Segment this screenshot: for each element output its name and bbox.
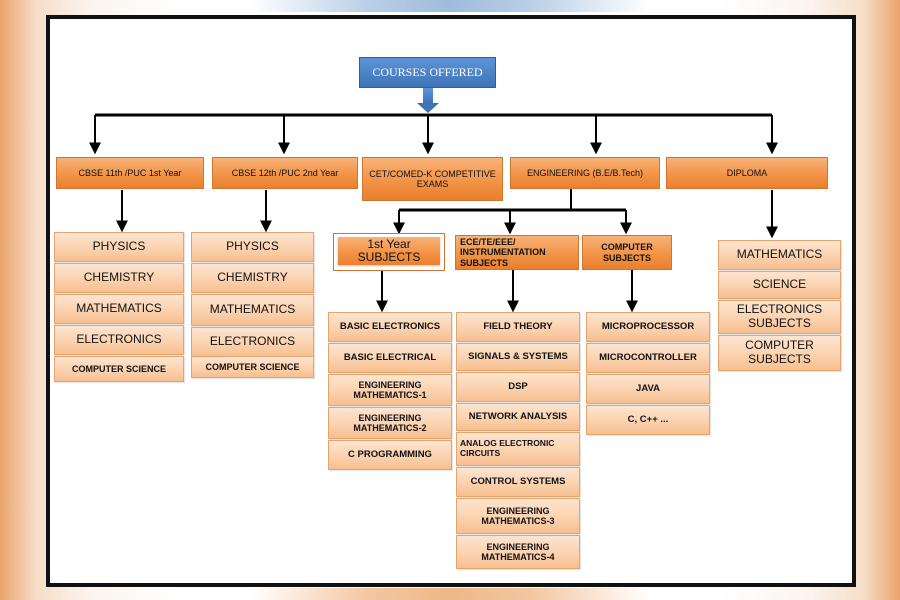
category-diploma-label: DIPLOMA: [726, 167, 768, 178]
category-cet-comedk: CET/COMED-K COMPETITIVE EXAMS: [362, 157, 503, 201]
list-item: COMPUTER SUBJECTS: [718, 335, 841, 371]
group-computer-label: COMPUTER SUBJECTS: [601, 242, 653, 263]
group-ece-label: ECE/TE/EEE/ INSTRUMENTATION SUBJECTS: [460, 236, 546, 268]
list-item: C, C++ ...: [586, 405, 710, 435]
list-item: MICROPROCESSOR: [586, 312, 710, 342]
list-item: PHYSICS: [54, 232, 184, 262]
category-cbse-12: CBSE 12th /PUC 2nd Year: [212, 157, 358, 189]
bottom-glow: [250, 588, 650, 600]
list-item: ENGINEERING MATHEMATICS-2: [328, 407, 452, 439]
category-cet-comedk-label: CET/COMED-K COMPETITIVE EXAMS: [369, 168, 496, 189]
group-ece: ECE/TE/EEE/ INSTRUMENTATION SUBJECTS: [455, 235, 579, 270]
root-node: COURSES OFFERED: [359, 57, 496, 88]
category-cbse-11: CBSE 11th /PUC 1st Year: [56, 157, 204, 189]
list-item: MATHEMATICS: [54, 294, 184, 324]
list-item: MATHEMATICS: [718, 240, 841, 270]
list-item: PHYSICS: [191, 232, 314, 262]
list-item: CHEMISTRY: [191, 263, 314, 293]
group-computer: COMPUTER SUBJECTS: [582, 235, 672, 270]
list-item: ELECTRONICS SUBJECTS: [718, 300, 841, 334]
list-item: COMPUTER SCIENCE: [54, 356, 184, 382]
list-item: NETWORK ANALYSIS: [456, 403, 580, 431]
list-item: MICROCONTROLLER: [586, 343, 710, 373]
list-item: ENGINEERING MATHEMATICS-3: [456, 498, 580, 534]
top-glow: [250, 0, 650, 12]
list-item: CONTROL SYSTEMS: [456, 467, 580, 497]
category-diploma: DIPLOMA: [666, 157, 828, 189]
category-engineering: ENGINEERING (B.E/B.Tech): [510, 157, 660, 189]
list-item: COMPUTER SCIENCE: [191, 356, 314, 378]
root-arrow: [417, 88, 439, 113]
category-engineering-label: ENGINEERING (B.E/B.Tech): [526, 167, 644, 178]
list-item: CHEMISTRY: [54, 263, 184, 293]
list-item: SCIENCE: [718, 271, 841, 299]
group-first-year: 1st Year SUBJECTS: [333, 233, 445, 271]
list-item: ENGINEERING MATHEMATICS-4: [456, 535, 580, 569]
list-item: ENGINEERING MATHEMATICS-1: [328, 374, 452, 406]
list-item: MATHEMATICS: [191, 294, 314, 326]
list-item: BASIC ELECTRONICS: [328, 312, 452, 342]
list-item: C PROGRAMMING: [328, 440, 452, 470]
category-cbse-12-label: CBSE 12th /PUC 2nd Year: [231, 167, 339, 178]
list-item: SIGNALS & SYSTEMS: [456, 343, 580, 371]
list-item: JAVA: [586, 374, 710, 404]
list-item: ELECTRONICS: [54, 325, 184, 355]
root-label: COURSES OFFERED: [372, 64, 483, 79]
list-item: DSP: [456, 372, 580, 402]
list-item: ELECTRONICS: [191, 327, 314, 357]
list-item: ANALOG ELECTRONIC CIRCUITS: [456, 432, 580, 466]
category-cbse-11-label: CBSE 11th /PUC 1st Year: [78, 167, 182, 178]
list-item: BASIC ELECTRICAL: [328, 343, 452, 373]
group-first-year-label: 1st Year SUBJECTS: [338, 237, 440, 265]
list-item: FIELD THEORY: [456, 312, 580, 342]
